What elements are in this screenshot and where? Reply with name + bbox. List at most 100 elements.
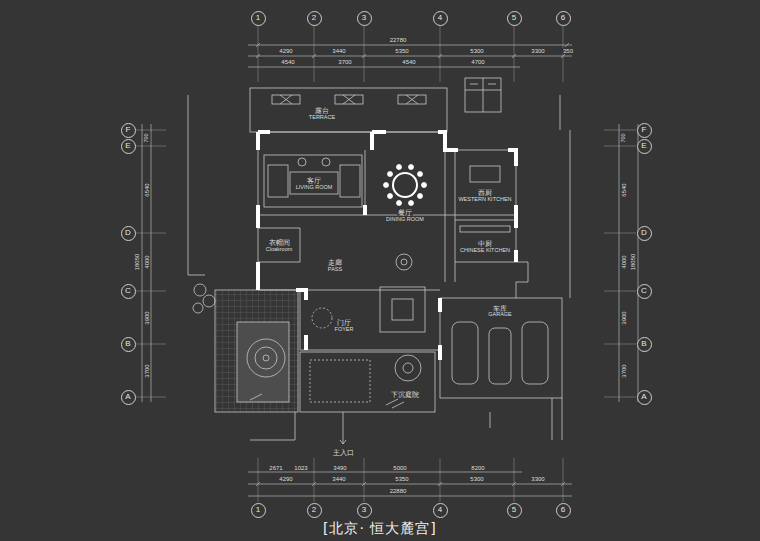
room-label: WESTERN KITCHEN: [457, 197, 512, 203]
dimension-text: 700: [621, 132, 627, 143]
axis-bubble: 6: [556, 11, 571, 26]
axis-label: B: [125, 340, 130, 348]
axis-label: E: [641, 142, 646, 150]
room-label: 门厅: [336, 319, 352, 326]
rug: [264, 155, 362, 207]
stair: [392, 299, 413, 320]
dining-chair: [384, 183, 389, 188]
hall-feature: [396, 254, 412, 270]
room-label: CHINESE KITCHEN: [459, 248, 511, 254]
interior-wall: [258, 150, 516, 290]
dining-table: [393, 173, 417, 197]
axis-label: 1: [256, 14, 260, 22]
dining-chair: [388, 172, 393, 177]
dining-chair: [388, 194, 393, 199]
dimension-text: 18050: [630, 253, 636, 272]
garage-outline: [440, 298, 562, 398]
terrace-outline: [250, 88, 447, 132]
axis-bubble: A: [121, 390, 136, 405]
dimension-tick: [256, 43, 569, 486]
axis-bubble: D: [637, 226, 652, 241]
axis-bubble: C: [121, 284, 136, 299]
axis-bubble: E: [637, 139, 652, 154]
sofa: [268, 165, 288, 197]
tree: [395, 355, 421, 381]
axis-bubble: 6: [556, 503, 571, 518]
axis-label: 4: [438, 14, 442, 22]
room-label: 西厨: [477, 189, 493, 196]
outer-wall-line: [258, 132, 528, 350]
axis-label: C: [125, 287, 131, 295]
window-elevation: [465, 78, 501, 112]
room-label: PASS: [327, 267, 343, 273]
axis-label: F: [642, 126, 647, 134]
axis-bubble: C: [637, 284, 652, 299]
axis-label: A: [125, 393, 130, 401]
shrub: [193, 303, 203, 313]
axis-bubble: 1: [251, 503, 266, 518]
dimension-text: 4290: [278, 476, 293, 482]
axis-bubble: 4: [433, 11, 448, 26]
dimension-text: 4000: [621, 254, 627, 269]
dining-chair: [397, 165, 402, 170]
room-label: 露台: [314, 107, 330, 114]
axis-label: 4: [438, 506, 442, 514]
room-label: 下沉庭院: [390, 391, 420, 398]
axis-bubble: 3: [357, 11, 372, 26]
axis-label: 2: [312, 506, 316, 514]
axis-bubble: 2: [307, 503, 322, 518]
axis-bubble: B: [121, 337, 136, 352]
axis-label: 2: [312, 14, 316, 22]
dimension-text: 1023: [293, 465, 308, 471]
axis-bubble: F: [121, 123, 136, 138]
axis-label: 3: [362, 14, 366, 22]
axis-label: B: [641, 340, 646, 348]
kitchen-counter: [460, 226, 510, 232]
dimension-text: 350: [562, 48, 574, 54]
room-label: Cloakroom: [265, 247, 294, 253]
dimension-text: 3490: [332, 465, 347, 471]
room-label: LIVING ROOM: [295, 185, 334, 191]
tree: [247, 339, 285, 377]
dimension-text: 4540: [401, 59, 416, 65]
dimension-text: 3900: [621, 310, 627, 325]
armchair: [322, 158, 330, 166]
paved-yard: [215, 290, 298, 412]
court-deck: [310, 360, 370, 402]
dimension-text: 2671: [268, 465, 283, 471]
dimension-text: 4290: [278, 48, 293, 54]
axis-label: 1: [256, 506, 260, 514]
dimension-text: 8200: [470, 465, 485, 471]
room-label: 走廊: [327, 259, 343, 266]
axis-bubble: 1: [251, 11, 266, 26]
axis-label: 6: [561, 14, 565, 22]
structural-wall: [258, 132, 516, 360]
axis-bubble: 2: [307, 11, 322, 26]
axis-label: 6: [561, 506, 565, 514]
dimension-text: 3700: [621, 363, 627, 378]
sofa: [340, 165, 360, 197]
kitchen-island: [470, 166, 500, 182]
axis-line: [258, 26, 563, 82]
window-elevation: [465, 78, 501, 112]
planter-mark: [280, 95, 418, 104]
stair: [380, 287, 425, 332]
dimension-text: 22780: [389, 37, 408, 43]
axis-label: E: [125, 142, 130, 150]
dining-chair: [397, 201, 402, 206]
dimension-text: 3700: [337, 59, 352, 65]
dimension-text: 3440: [331, 476, 346, 482]
dimension-text: 4700: [470, 59, 485, 65]
dining-chair: [409, 165, 414, 170]
axis-label: D: [641, 229, 647, 237]
dimension-text: 6540: [621, 182, 627, 197]
dimension-text: 6540: [144, 182, 150, 197]
axis-label: D: [125, 229, 131, 237]
room-label: 车库: [492, 305, 508, 312]
room-label: 衣帽间: [268, 239, 291, 246]
axis-label: C: [641, 287, 647, 295]
car: [489, 328, 511, 384]
dimension-text: 3900: [144, 310, 150, 325]
site-line: [188, 95, 570, 440]
